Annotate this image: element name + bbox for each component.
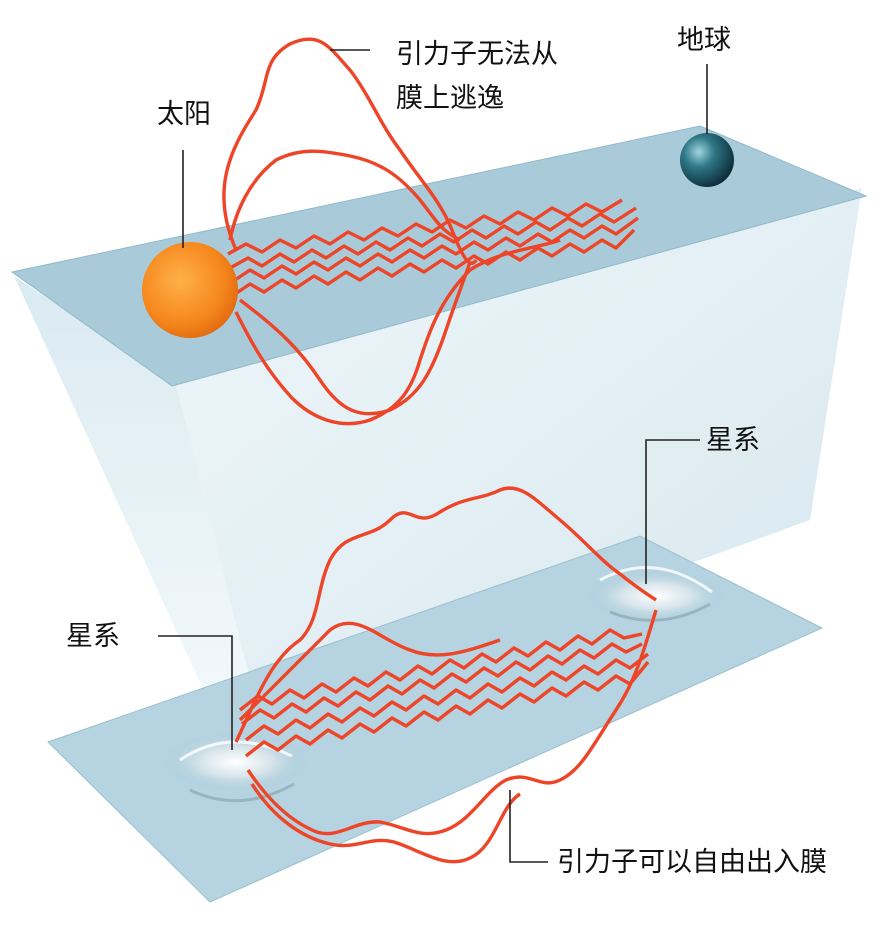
label-sun: 太阳 <box>157 99 211 130</box>
leader-lines <box>158 49 708 863</box>
graviton-loop-lower-up <box>234 486 657 743</box>
graviton-loop-lower-side <box>238 621 501 722</box>
projection-volume-left <box>14 276 260 720</box>
projection-volume-front <box>176 188 862 720</box>
graviton-strings-upper <box>222 37 639 426</box>
graviton-strings-lower <box>234 486 658 864</box>
graviton-string-upper-1 <box>229 206 637 270</box>
label-galaxy-top: 星系 <box>706 425 760 456</box>
graviton-string-lower-2 <box>244 660 650 758</box>
graviton-loop-upper-4 <box>234 238 561 426</box>
leader-galaxy-top <box>645 439 700 584</box>
sun <box>142 242 238 338</box>
graviton-string-upper-3 <box>231 228 636 298</box>
graviton-string-upper-4 <box>227 198 623 256</box>
graviton-string-lower-3 <box>240 642 643 726</box>
label-trapped-line2: 膜上逃逸 <box>396 83 504 114</box>
graviton-loop-upper-2 <box>228 149 461 242</box>
earth <box>680 133 734 187</box>
graviton-loop-upper-1 <box>222 37 478 265</box>
leader-free <box>509 790 548 863</box>
label-free: 引力子可以自由出入膜 <box>557 847 827 878</box>
label-earth: 地球 <box>677 25 731 56</box>
graviton-string-lower-1 <box>244 652 650 742</box>
label-galaxy-left: 星系 <box>66 621 120 652</box>
graviton-loop-lower-down-1 <box>246 609 658 836</box>
galaxy-right <box>586 566 726 622</box>
graviton-loop-lower-down-2 <box>250 783 521 864</box>
graviton-string-lower-4 <box>238 628 643 712</box>
leader-galaxy-left <box>158 635 233 750</box>
graviton-string-upper-2 <box>231 216 639 284</box>
label-trapped-line1: 引力子无法从 <box>396 39 558 70</box>
